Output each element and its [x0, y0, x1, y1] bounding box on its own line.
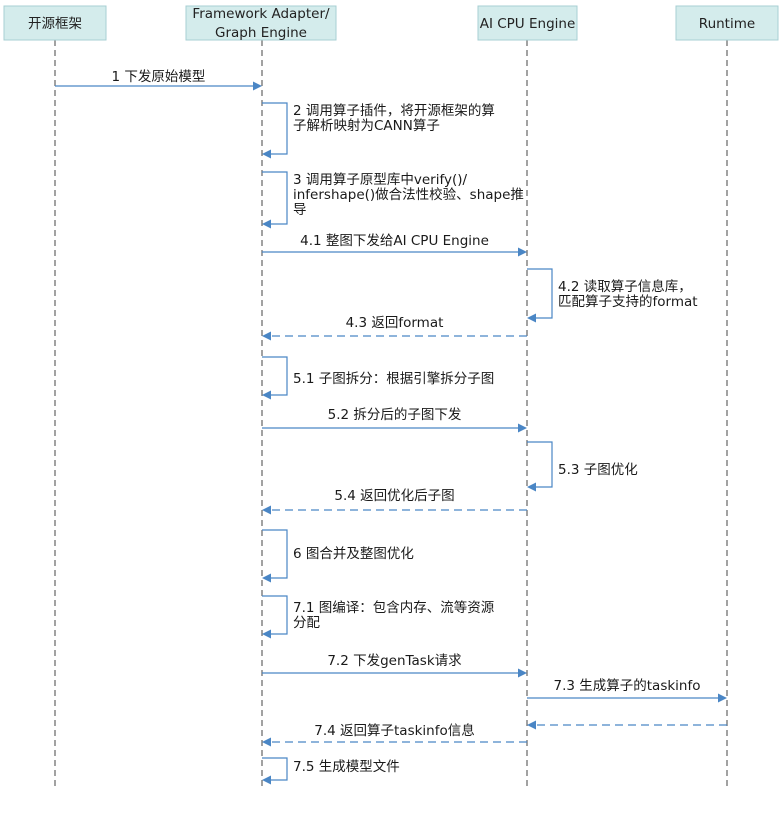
- message-4: 4.1 整图下发给AI CPU Engine: [262, 233, 527, 257]
- arrowhead: [262, 331, 271, 341]
- self-loop: [527, 268, 553, 319]
- self-loop: [262, 529, 288, 579]
- actor-label: Runtime: [699, 16, 755, 32]
- message-label: 5.1 子图拆分：根据引擎拆分子图: [293, 371, 494, 387]
- arrowhead: [527, 313, 536, 323]
- message-label: 分配: [293, 615, 320, 631]
- arrowhead: [518, 423, 527, 433]
- actor-rt: Runtime: [675, 5, 779, 41]
- actor-oss: 开源框架: [3, 5, 107, 41]
- message-label: 6 图合并及整图优化: [293, 546, 414, 562]
- message-14: 7.3 生成算子的taskinfo: [527, 678, 727, 703]
- actor-label: AI CPU Engine: [480, 16, 576, 32]
- arrowhead: [718, 693, 727, 703]
- actor-label: 开源框架: [28, 16, 82, 32]
- self-loop: [262, 171, 288, 225]
- message-15: [527, 720, 727, 730]
- message-13: 7.2 下发genTask请求: [262, 653, 527, 678]
- arrowhead: [262, 390, 271, 400]
- message-label: 5.2 拆分后的子图下发: [328, 407, 462, 423]
- message-8: 5.2 拆分后的子图下发: [262, 407, 527, 433]
- self-loop: [262, 356, 288, 396]
- arrowhead: [518, 247, 527, 257]
- arrowhead: [262, 775, 271, 785]
- message-7: 5.1 子图拆分：根据引擎拆分子图: [262, 356, 494, 400]
- message-label: 3 调用算子原型库中verify()/: [293, 172, 468, 188]
- actor-box: [185, 5, 337, 41]
- self-loop: [262, 102, 288, 155]
- message-label: 7.4 返回算子taskinfo信息: [314, 722, 475, 739]
- actor-box: [675, 5, 779, 41]
- arrowhead: [527, 482, 536, 492]
- arrowhead: [262, 505, 271, 515]
- arrowhead: [262, 737, 271, 747]
- message-label: 7.5 生成模型文件: [293, 759, 400, 775]
- message-3: 3 调用算子原型库中verify()/infershape()做合法性校验、sh…: [262, 171, 524, 229]
- message-6: 4.3 返回format: [262, 315, 527, 341]
- arrowhead: [253, 81, 262, 91]
- message-label: infershape()做合法性校验、shape推: [293, 186, 524, 203]
- message-label: 导: [293, 202, 307, 218]
- message-label: 1 下发原始模型: [112, 69, 206, 85]
- arrowhead: [262, 629, 271, 639]
- message-label: 5.3 子图优化: [558, 462, 638, 478]
- arrowhead: [527, 720, 536, 730]
- message-label: 2 调用算子插件，将开源框架的算: [293, 103, 495, 119]
- message-16: 7.4 返回算子taskinfo信息: [262, 722, 527, 747]
- actor-box: [477, 5, 578, 41]
- message-5: 4.2 读取算子信息库，匹配算子支持的format: [527, 268, 698, 323]
- actor-aicpu: AI CPU Engine: [477, 5, 578, 41]
- self-loop: [262, 595, 288, 635]
- arrowhead: [262, 573, 271, 583]
- message-9: 5.3 子图优化: [527, 441, 638, 492]
- message-11: 6 图合并及整图优化: [262, 529, 414, 583]
- arrowhead: [262, 219, 271, 229]
- arrowhead: [518, 668, 527, 678]
- message-label: 7.1 图编译：包含内存、流等资源: [293, 599, 495, 616]
- message-10: 5.4 返回优化后子图: [262, 488, 527, 515]
- actor-label: Framework Adapter/: [192, 6, 330, 22]
- arrowhead: [262, 149, 271, 159]
- message-label: 4.1 整图下发给AI CPU Engine: [300, 233, 489, 249]
- message-label: 匹配算子支持的format: [558, 294, 698, 310]
- message-1: 1 下发原始模型: [55, 69, 262, 91]
- self-loop: [527, 441, 553, 488]
- self-loop: [262, 757, 288, 781]
- message-label: 7.2 下发genTask请求: [327, 653, 462, 669]
- message-label: 子解析映射为CANN算子: [293, 118, 440, 134]
- message-label: 4.3 返回format: [346, 315, 444, 331]
- message-label: 5.4 返回优化后子图: [334, 488, 454, 504]
- actor-box: [3, 5, 107, 41]
- message-17: 7.5 生成模型文件: [262, 757, 400, 785]
- actor-fa: Framework Adapter/Graph Engine: [185, 5, 337, 41]
- message-label: 7.3 生成算子的taskinfo: [554, 678, 701, 694]
- actor-label: Graph Engine: [215, 25, 307, 41]
- message-label: 4.2 读取算子信息库，: [558, 278, 692, 295]
